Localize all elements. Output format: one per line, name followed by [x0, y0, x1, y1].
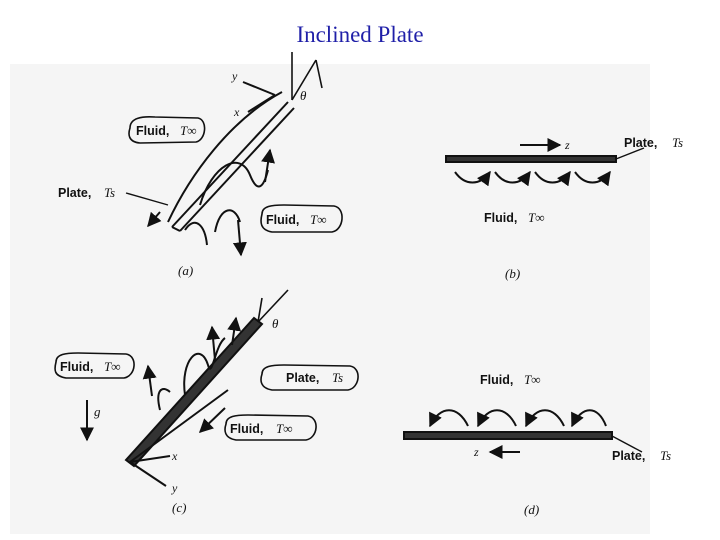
- cell-b-4: [574, 170, 611, 187]
- plume-a-1: [199, 161, 269, 206]
- angle-c-label: θ: [272, 316, 279, 331]
- plate-b: [445, 155, 617, 163]
- panel-d: [403, 409, 643, 459]
- cell-d-3: [525, 409, 565, 428]
- panel-c: [54, 289, 359, 487]
- flow-arrow-c-1: [142, 364, 157, 397]
- axis-c-x-label: x: [171, 449, 178, 463]
- boundary-layer-c: [129, 389, 229, 463]
- plate-label-c: Plate,: [286, 371, 319, 385]
- fluid-box-c-1: [54, 352, 135, 379]
- background-text: [10, 64, 650, 534]
- t-inf-second-label-a: T∞: [310, 212, 327, 227]
- cell-b-3: [534, 170, 571, 187]
- slide-title: Inclined Plate: [296, 22, 424, 47]
- cell-d-4: [571, 409, 607, 428]
- panel-a: [125, 52, 343, 257]
- axis-c-x-line: [129, 455, 171, 463]
- cell-b-2: [494, 170, 531, 187]
- angle-a-line-1: [291, 59, 317, 101]
- t-inf-label-c: T∞: [104, 359, 121, 374]
- plate-a-leader: [125, 192, 169, 206]
- flow-arrow-c-3: [227, 316, 242, 346]
- t-inf-label-b: T∞: [528, 210, 545, 225]
- plate-label-d: Plate,: [612, 449, 645, 463]
- caption-b: (b): [505, 266, 520, 281]
- plume-c-1: [183, 337, 226, 396]
- t-inf-label-d: T∞: [524, 372, 541, 387]
- fluid-second-label-a: Fluid,: [266, 213, 299, 227]
- plume-c-2: [157, 388, 171, 411]
- axis-b-z-label: z: [564, 138, 570, 152]
- axis-d-z-label: z: [473, 445, 479, 459]
- fluid-box-a-2: [260, 204, 343, 233]
- plume-a-2: [214, 209, 241, 233]
- plate-d-leader: [611, 435, 643, 453]
- t-inf-second-label-c: T∞: [276, 421, 293, 436]
- caption-d: (d): [524, 502, 539, 517]
- fluid-label-a: Fluid,: [136, 124, 169, 138]
- caption-c: (c): [172, 500, 186, 515]
- flow-arrow-c-4: [198, 407, 226, 433]
- fluid-label-b: Fluid,: [484, 211, 517, 225]
- fluid-box-a-1: [128, 115, 206, 144]
- t-inf-label-a: T∞: [180, 123, 197, 138]
- t-s-label-b: Ts: [672, 135, 683, 150]
- cell-d-2: [477, 409, 517, 428]
- angle-c-line-2: [257, 297, 263, 323]
- flow-arrow-a-2: [232, 219, 247, 257]
- plate-label-a: Plate,: [58, 186, 91, 200]
- gravity-label: g: [94, 404, 101, 419]
- flow-arrow-a-3: [147, 211, 162, 228]
- axis-a-y-line: [242, 81, 276, 96]
- fluid-box-c-2: [224, 414, 317, 441]
- plate-a-edge-2: [179, 107, 295, 232]
- flow-arrow-a-1: [261, 148, 275, 183]
- cell-b-1: [454, 170, 491, 187]
- angle-a-label: θ: [300, 88, 307, 103]
- axis-c-y-label: y: [171, 481, 178, 495]
- panel-b: [445, 138, 645, 187]
- cell-d-1: [429, 409, 469, 428]
- axis-a-y-label: y: [231, 69, 238, 83]
- axis-a-x-label: x: [233, 105, 240, 119]
- angle-a-tick: [315, 59, 323, 89]
- angle-c-line-1: [257, 289, 289, 323]
- t-s-label-d: Ts: [660, 448, 671, 463]
- plate-a-end: [171, 226, 181, 232]
- axis-c-y-line: [129, 461, 167, 487]
- plate-d: [403, 431, 613, 440]
- axis-a-x-line: [247, 94, 276, 113]
- t-s-label-a: Ts: [104, 185, 115, 200]
- plate-b-leader: [615, 147, 645, 160]
- plate-box-c: [260, 364, 359, 391]
- fluid-label-c: Fluid,: [60, 360, 93, 374]
- fluid-second-label-c: Fluid,: [230, 422, 263, 436]
- plume-a-3: [184, 221, 208, 246]
- caption-a: (a): [178, 263, 193, 278]
- boundary-layer-a: [167, 91, 283, 223]
- t-s-label-c: Ts: [332, 370, 343, 385]
- fluid-label-d: Fluid,: [480, 373, 513, 387]
- plate-label-b: Plate,: [624, 136, 657, 150]
- flow-arrow-c-2: [206, 325, 221, 361]
